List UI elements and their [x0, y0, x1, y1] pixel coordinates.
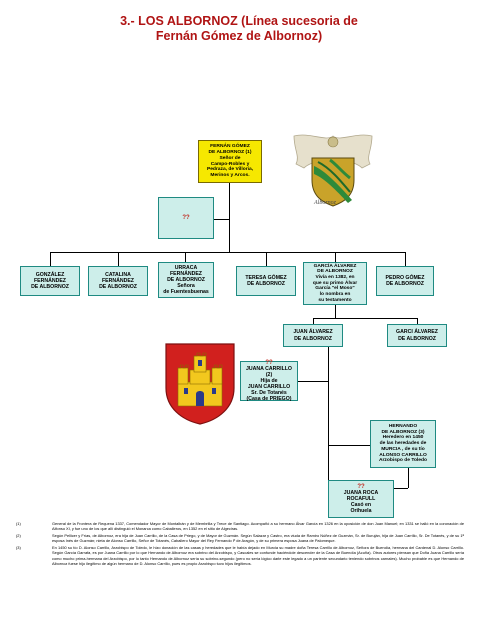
- footnote-3: (3) En 1450 su tío D. Alonso Carrillo, A…: [16, 545, 464, 565]
- connector-catalina-drop: [118, 252, 119, 266]
- connector-hernando-vertical: [408, 468, 409, 488]
- castile-shield: [164, 342, 236, 426]
- connector-grandchildren-horizontal: [313, 318, 417, 319]
- connector-root-vertical: [229, 183, 230, 252]
- node-juana-carrillo[interactable]: ?? JUANA CARRILLO (2) Hija de JUAN CARRI…: [240, 359, 298, 403]
- node-teresa[interactable]: TERESA GÓMEZ DE ALBORNOZ: [236, 266, 296, 296]
- node-garcia[interactable]: GARCÍA ÁLVAREZ DE ALBORNOZ Vivía en 1382…: [303, 262, 367, 305]
- connector-garci-drop: [417, 318, 418, 324]
- node-juan-alvarez[interactable]: JUAN ÁLVAREZ DE ALBORNOZ: [283, 324, 343, 347]
- connector-urraca-drop: [185, 252, 186, 262]
- footnote-3-text: En 1450 su tío D. Alonso Carrillo, Arzob…: [52, 545, 464, 566]
- connector-hernando: [328, 445, 370, 446]
- castile-castle-shield-icon: [165, 343, 235, 425]
- node-pedro[interactable]: PEDRO GÓMEZ DE ALBORNOZ: [376, 266, 434, 296]
- footnote-1: (1) General de la Frontera de Requena 13…: [16, 521, 464, 531]
- node-juana-roca-text: JUANA ROCA ROCAFULL Casó en Orihuela: [343, 489, 379, 515]
- node-spouse-unknown[interactable]: ??: [158, 197, 214, 239]
- node-fernan-gomez[interactable]: FERNÁN GÓMEZ DE ALBORNOZ (1) Señor de Ca…: [198, 140, 262, 183]
- node-urraca[interactable]: URRACA FERNÁNDEZ DE ALBORNOZ Señora de F…: [158, 262, 214, 298]
- footnote-1-text: General de la Frontera de Requena 1337, …: [52, 521, 464, 532]
- connector-gonzalez-drop: [50, 252, 51, 266]
- connector-pedro-drop: [405, 252, 406, 266]
- node-garci-alvarez[interactable]: GARCI ÁLVAREZ DE ALBORNOZ: [387, 324, 447, 347]
- footnote-3-number: (3): [16, 545, 21, 551]
- title-line-2: Fernán Gómez de Albornoz): [155, 29, 323, 43]
- footnotes: (1) General de la Frontera de Requena 13…: [16, 521, 464, 568]
- connector-juan-vertical: [328, 347, 329, 488]
- footnote-2-text: Según Pellicer y Frías, de Albornoz, era…: [52, 533, 464, 544]
- node-juana-roca-question: ??: [357, 483, 365, 490]
- node-catalina[interactable]: CATALINA FERNÁNDEZ DE ALBORNOZ: [88, 266, 148, 296]
- title-line-1: 3.- LOS ALBORNOZ (Línea sucesoria de: [120, 14, 358, 28]
- crest-label: Albornoz: [314, 200, 337, 206]
- page-title: 3.- LOS ALBORNOZ (Línea sucesoria de Fer…: [0, 14, 478, 44]
- node-hernando[interactable]: HERNANDO DE ALBORNOZ (3) Heredero en 145…: [370, 420, 436, 468]
- node-juana-roca[interactable]: ?? JUANA ROCA ROCAFULL Casó en Orihuela: [328, 480, 394, 518]
- node-juana-carrillo-text: JUANA CARRILLO (2) Hija de JUAN CARRILLO…: [246, 365, 292, 403]
- connector-garcia-drop: [335, 252, 336, 262]
- albornoz-coat-of-arms: Albornoz: [290, 132, 376, 224]
- node-gonzalez[interactable]: GONZÁLEZ FERNÁNDEZ DE ALBORNOZ: [20, 266, 80, 296]
- connector-juan-drop: [313, 318, 314, 324]
- node-juana-carrillo-question: ??: [265, 359, 273, 366]
- connector-garcia-vertical: [335, 305, 336, 318]
- footnote-1-number: (1): [16, 521, 21, 526]
- connector-juana-spouse: [298, 381, 328, 382]
- connector-children-horizontal: [50, 252, 405, 253]
- connector-spouse-horizontal: [214, 219, 229, 220]
- connector-teresa-drop: [266, 252, 267, 266]
- footnote-2-number: (2): [16, 533, 21, 539]
- footnote-2: (2) Según Pellicer y Frías, de Albornoz,…: [16, 533, 464, 543]
- albornoz-coat-of-arms-icon: [293, 134, 373, 207]
